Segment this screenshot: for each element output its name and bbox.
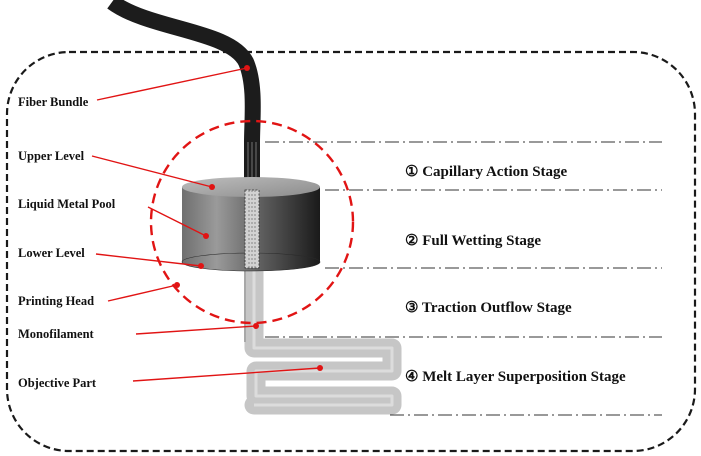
stage-label-2: ② Full Wetting Stage [405,233,541,249]
fiber-bundle-cable [107,0,261,143]
fiber-in-pool [244,189,260,269]
label-fiber-bundle: Fiber Bundle [18,95,89,109]
leader-lower-level [95,253,202,267]
outer-frame [5,50,697,453]
label-printing-head: Printing Head [18,294,94,308]
stage-label-1: ① Capillary Action Stage [405,164,568,180]
stage-labels: ① Capillary Action Stage ② Full Wetting … [405,164,626,385]
filament-edge-left [244,262,246,342]
stage-boundaries [265,141,662,416]
deposited-filament [244,252,402,415]
leader-fiber-bundle [96,67,248,101]
dot-upper-level [209,184,215,190]
label-objective-part: Objective Part [18,376,97,390]
stage-label-3: ③ Traction Outflow Stage [405,300,572,316]
leader-liquid-metal-pool [147,206,207,237]
dot-objective-part [317,365,323,371]
leader-printing-head [107,284,178,302]
dot-fiber-bundle [244,65,250,71]
label-upper-level: Upper Level [18,149,85,163]
component-labels: Fiber Bundle Upper Level Liquid Metal Po… [18,95,116,390]
objective-part-core [252,262,394,407]
monofilament-path [244,252,402,415]
dot-liquid-metal-pool [203,233,209,239]
pool-top-surface [182,177,320,197]
stage-label-4: ④ Melt Layer Superposition Stage [405,369,626,385]
leader-monofilament [135,325,257,335]
label-lower-level: Lower Level [18,246,85,260]
printing-head-circle [149,119,355,325]
dot-lower-level [198,263,204,269]
label-monofilament: Monofilament [18,327,95,341]
dot-monofilament [253,323,259,329]
leader-lines [91,65,323,382]
leader-upper-level [91,155,213,188]
dot-printing-head [174,282,180,288]
liquid-metal-pool [181,177,321,272]
leader-objective-part [132,367,321,382]
label-liquid-metal-pool: Liquid Metal Pool [18,197,116,211]
